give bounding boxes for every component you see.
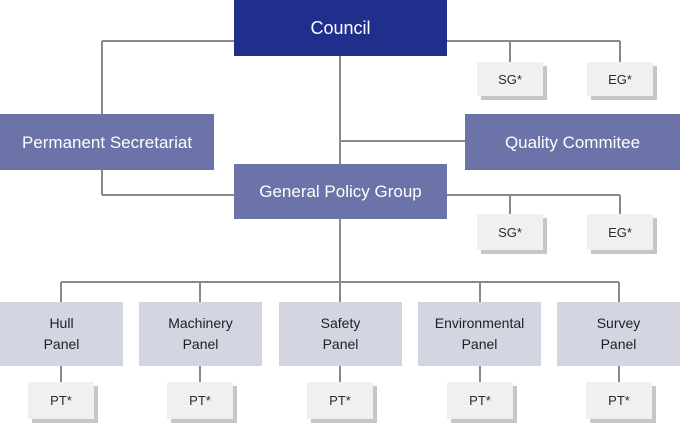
environmental-pt-label: PT* bbox=[469, 393, 491, 408]
hull-pt-box: PT* bbox=[28, 382, 94, 419]
machinery-panel-box: Machinery Panel bbox=[139, 302, 262, 366]
quality-committee-label: Quality Commitee bbox=[504, 132, 641, 152]
survey-pt-box: PT* bbox=[586, 382, 652, 419]
council-sg-box: SG* bbox=[477, 62, 543, 96]
safety-pt-label: PT* bbox=[329, 393, 351, 408]
general-policy-group-box: General Policy Group bbox=[234, 164, 447, 219]
environmental-pt-box: PT* bbox=[447, 382, 513, 419]
permanent-secretariat-box: Permanent Secretariat bbox=[0, 114, 214, 170]
gpg-eg-label: EG* bbox=[608, 224, 632, 240]
gpg-sg-label: SG* bbox=[498, 224, 522, 240]
machinery-panel-label: Machinery Panel bbox=[168, 315, 233, 352]
survey-pt-label: PT* bbox=[608, 393, 630, 408]
council-box: Council bbox=[234, 0, 447, 56]
machinery-pt-box: PT* bbox=[167, 382, 233, 419]
hull-panel-label: Hull Panel bbox=[43, 315, 80, 352]
council-eg-label: EG* bbox=[608, 71, 632, 87]
gpg-eg-box: EG* bbox=[587, 214, 653, 250]
general-policy-group-label: General Policy Group bbox=[259, 182, 422, 201]
council-sg-label: SG* bbox=[498, 71, 522, 87]
permanent-secretariat-label: Permanent Secretariat bbox=[21, 132, 193, 152]
environmental-panel-label: Environmental Panel bbox=[434, 315, 525, 352]
hull-panel-box: Hull Panel bbox=[0, 302, 123, 366]
quality-committee-box: Quality Commitee bbox=[465, 114, 680, 170]
machinery-pt-label: PT* bbox=[189, 393, 211, 408]
safety-panel-box: Safety Panel bbox=[279, 302, 402, 366]
survey-panel-label: Survey Panel bbox=[596, 315, 641, 352]
gpg-sg-box: SG* bbox=[477, 214, 543, 250]
safety-pt-box: PT* bbox=[307, 382, 373, 419]
council-label: Council bbox=[310, 17, 371, 38]
survey-panel-box: Survey Panel bbox=[557, 302, 680, 366]
hull-pt-label: PT* bbox=[50, 393, 72, 408]
council-eg-box: EG* bbox=[587, 62, 653, 96]
environmental-panel-box: Environmental Panel bbox=[418, 302, 541, 366]
safety-panel-label: Safety Panel bbox=[320, 315, 361, 352]
